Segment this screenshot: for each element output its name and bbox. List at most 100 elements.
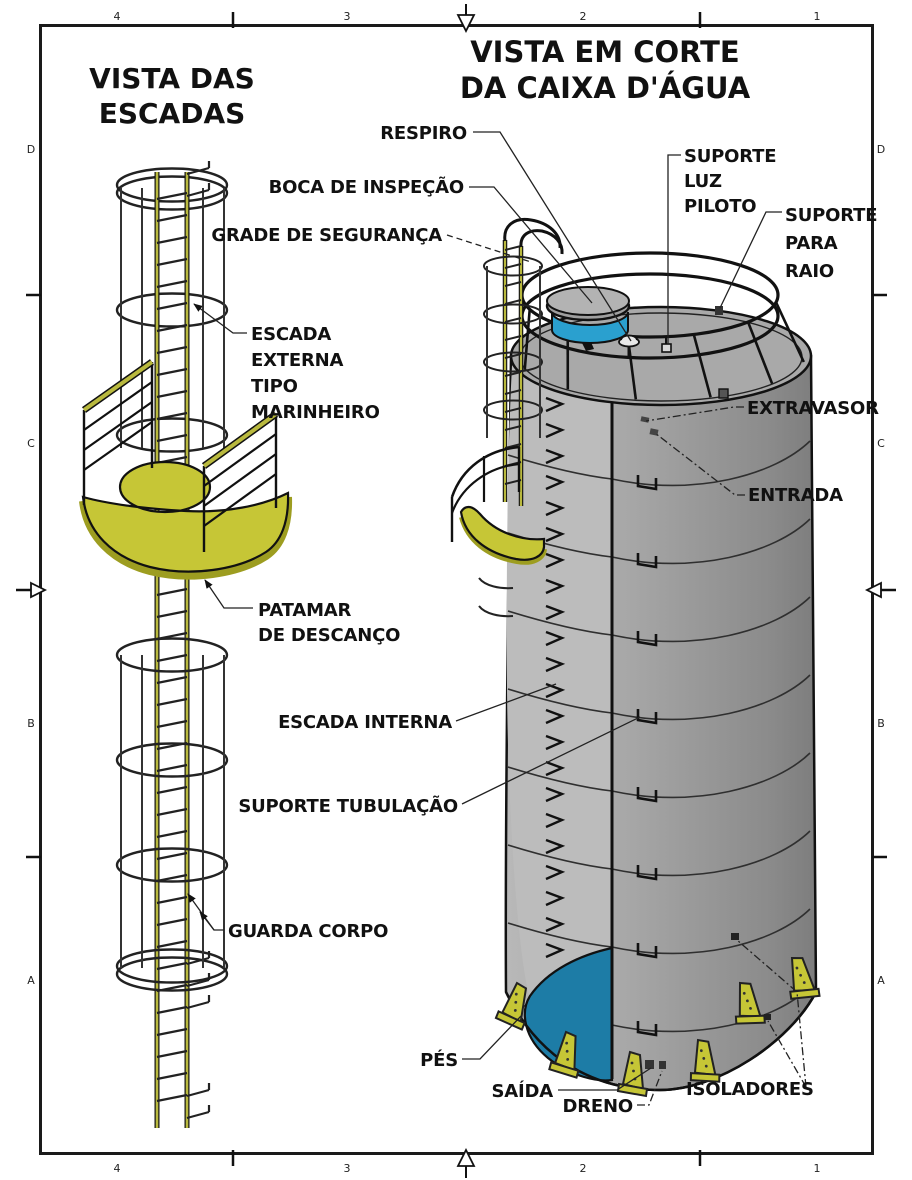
label-suporte-para-raio-3: RAIO	[785, 261, 834, 282]
pipe-bracket	[636, 475, 658, 491]
ladder-rung	[156, 917, 188, 927]
rung-extension	[186, 188, 210, 198]
leader-escada-interna	[455, 683, 557, 722]
center-mark-bottom-icon	[456, 1147, 476, 1178]
ladder-rung	[156, 829, 188, 839]
cage-hoop-arc	[478, 577, 514, 590]
shell-seam	[507, 830, 811, 877]
internal-ladder-rung	[545, 448, 566, 465]
label-escada-externa-3: TIPO	[251, 376, 298, 397]
ladder-rung	[156, 433, 188, 443]
rung-extension	[186, 1000, 210, 1010]
pipe-bracket	[636, 787, 658, 803]
cage-hoop	[483, 399, 543, 421]
outlet-fitting	[645, 1060, 654, 1069]
zone-column-bottom: 2	[580, 1162, 587, 1175]
zone-row-left: A	[27, 974, 35, 987]
leader-raio	[719, 211, 782, 309]
leader-isoladores	[736, 939, 807, 1088]
ladder-rung	[156, 653, 188, 663]
ladder-rung	[504, 299, 522, 305]
leader-boca	[469, 186, 593, 304]
internal-ladder-rung	[545, 396, 566, 413]
internal-ladder-rung	[545, 812, 566, 829]
hatch-lid-top	[546, 286, 630, 316]
rung-extension	[186, 978, 210, 988]
internal-ladder-rung	[545, 474, 566, 491]
cage-hoop-arc	[478, 605, 514, 618]
label-escada-externa-4: MARINHEIRO	[251, 402, 380, 423]
ladder-rung	[156, 279, 188, 289]
tank-view	[450, 217, 822, 1097]
leader-escada-externa	[193, 303, 247, 334]
zone-column-bottom: 1	[814, 1162, 821, 1175]
label-suporte-luz-piloto-3: PILOTO	[684, 196, 756, 217]
leader-luz-piloto	[667, 154, 681, 344]
pipe-bracket	[636, 553, 658, 569]
cage-hoop	[483, 303, 543, 325]
tank-ladder-cage	[478, 255, 543, 618]
zone-row-right: B	[877, 717, 885, 730]
ladder-rung	[504, 245, 522, 251]
label-escada-externa-1: ESCADA	[251, 324, 331, 345]
internal-ladder-rung	[545, 890, 566, 907]
ladder-rung	[156, 895, 188, 905]
border-frame: 4 3 2 1 4 3 2 1 D C B A D C B A	[16, 4, 896, 1178]
label-respiro: RESPIRO	[380, 123, 467, 144]
ladder-exit-curve	[519, 229, 564, 255]
inspection-hatch	[545, 286, 631, 351]
guardrail-post	[692, 334, 712, 398]
rung-extension	[186, 166, 210, 176]
ladder-rung	[156, 191, 188, 201]
ladder-rung	[504, 281, 522, 287]
shell-seam	[507, 518, 811, 565]
internal-ladder-rung	[545, 864, 566, 881]
leader-extravasor	[645, 406, 744, 422]
platform-floor	[81, 460, 290, 573]
cage-hoop	[483, 255, 543, 277]
internal-ladder-rung	[545, 552, 566, 569]
cage-hoop	[115, 948, 229, 984]
label-patamar-1: PATAMAR	[258, 600, 352, 621]
rest-platform	[79, 359, 293, 580]
zone-column-top: 1	[814, 10, 821, 23]
cage-hoop	[115, 292, 229, 328]
internal-ladder-rung	[545, 604, 566, 621]
ladder-rung	[156, 697, 188, 707]
ladder-rung	[504, 443, 522, 449]
zone-row-left: B	[27, 717, 35, 730]
ladder-rung	[156, 961, 188, 971]
leader-tubulacao	[461, 716, 641, 805]
rung-extension	[186, 1110, 210, 1120]
ladder-rung	[504, 425, 522, 431]
insulator-fitting	[764, 1014, 771, 1020]
handrail-cap	[202, 412, 278, 468]
label-suporte-luz-piloto-2: LUZ	[684, 171, 722, 192]
shell-seam	[507, 596, 811, 643]
title-vista-corte-line1: VISTA EM CORTE	[470, 35, 740, 69]
zone-column-top: 3	[344, 10, 351, 23]
leader-entrada	[654, 432, 745, 496]
internal-ladder-rung	[545, 838, 566, 855]
internal-ladder-rung	[545, 656, 566, 673]
insulator-fitting	[731, 933, 739, 940]
internal-ladder-rung	[545, 760, 566, 777]
ladder-rung	[156, 1005, 188, 1015]
ladder-rung	[156, 367, 188, 377]
ladder-rung	[156, 213, 188, 223]
tank-cut-inner-face	[506, 366, 612, 996]
ladder-rung	[156, 675, 188, 685]
label-suporte-luz-piloto-1: SUPORTE	[684, 146, 776, 167]
internal-ladder-rung	[545, 500, 566, 517]
pipe-bracket	[636, 709, 658, 725]
title-vista-escadas-line2: ESCADAS	[99, 97, 246, 130]
internal-ladder-rung	[545, 422, 566, 439]
label-saida: SAÍDA	[492, 1080, 554, 1102]
cage-hoop	[483, 351, 543, 373]
zone-row-left: C	[27, 437, 35, 450]
leader-lines	[187, 131, 807, 1106]
leader-saida	[558, 1067, 652, 1091]
cage-hoop	[115, 167, 229, 203]
lightning-rod-support	[715, 306, 723, 315]
